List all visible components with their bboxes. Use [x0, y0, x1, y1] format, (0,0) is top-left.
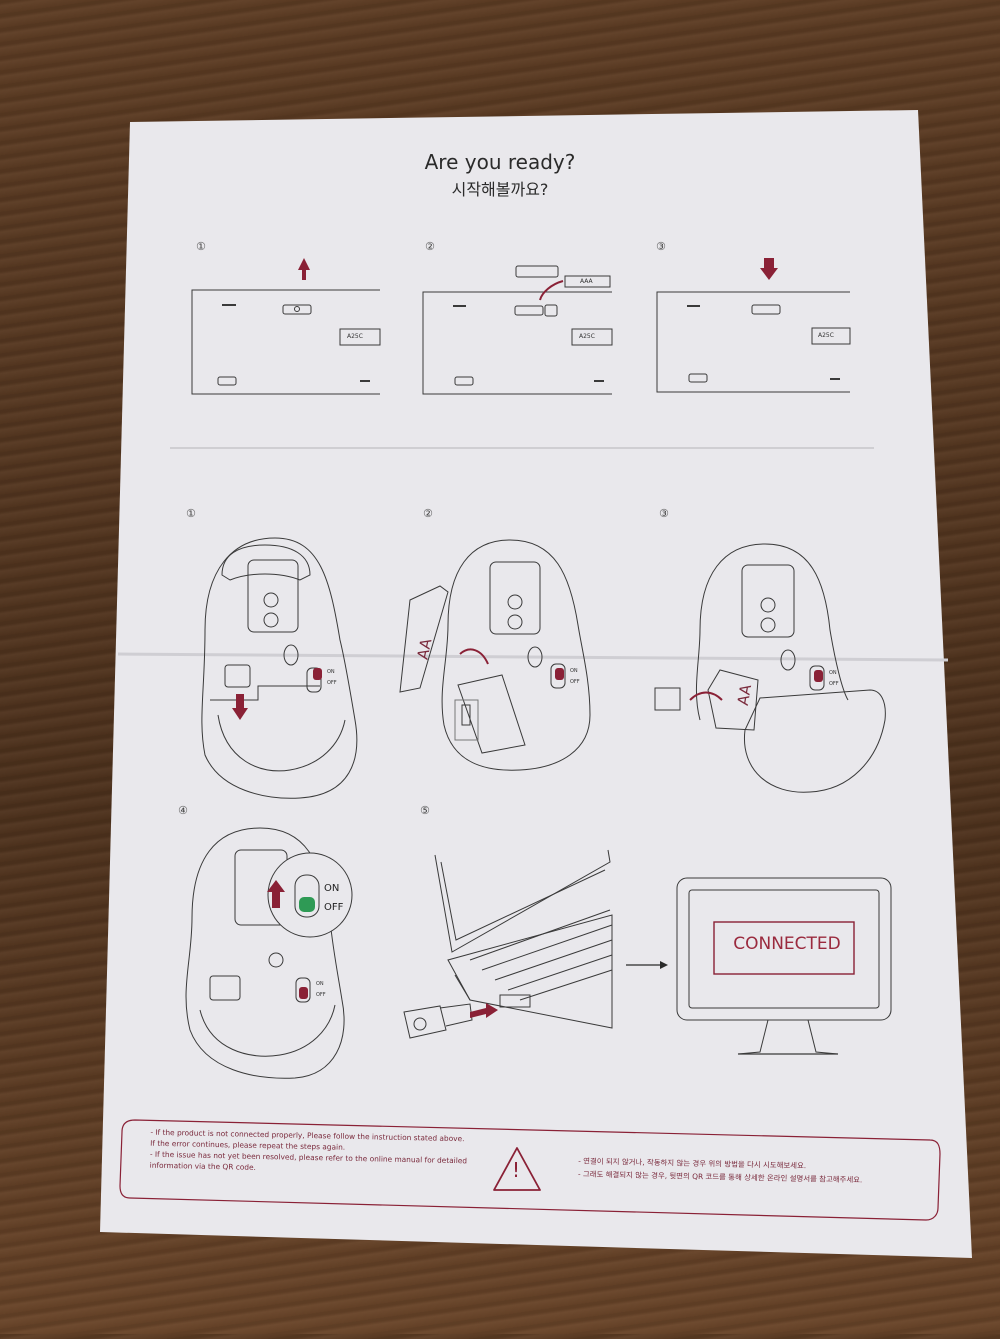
keyboard-step-3-label: ③ [656, 240, 666, 253]
arrow-up-icon [267, 880, 285, 908]
notice-frame [119, 1119, 941, 1221]
model-label: A25C [818, 332, 834, 339]
mouse-illustration-3 [654, 543, 886, 793]
arrow-down-icon [232, 694, 248, 720]
switch-indicator [299, 987, 308, 999]
keyboard-illustration-3 [656, 291, 851, 393]
switch-on-label: ON [316, 981, 324, 987]
switch-off-label: OFF [570, 679, 580, 685]
switch-on-label: ON [327, 669, 335, 675]
model-label: A25C [347, 333, 363, 340]
paper [100, 110, 972, 1258]
monitor-illustration [676, 877, 892, 1055]
arrow-down-icon [760, 258, 778, 280]
page-subtitle: 시작해볼까요? [451, 180, 549, 199]
mouse-step-2-label: ② [423, 507, 433, 520]
connected-box [713, 921, 855, 975]
arrow-right-icon [626, 961, 668, 969]
page-title: Are you ready? [424, 150, 576, 174]
connected-status: CONNECTED [733, 934, 841, 954]
switch-indicator [814, 670, 823, 682]
switch-indicator [313, 668, 322, 680]
keyboard-illustration-2 [422, 265, 613, 395]
mouse-illustration-1 [201, 537, 358, 799]
warning-icon [493, 1147, 541, 1191]
curved-arrow-icon [539, 280, 564, 301]
mouse-step-5-label: ⑤ [420, 804, 430, 817]
switch-on-indicator [299, 897, 315, 912]
arrow-up-icon [298, 258, 310, 280]
mouse-step-3-label: ③ [659, 507, 669, 520]
curved-arrow-icon [689, 691, 723, 701]
switch-off-label: OFF [316, 992, 326, 998]
mouse-illustration-2 [399, 539, 591, 771]
mouse-illustration-4 [185, 827, 353, 1079]
fold-line [117, 652, 949, 662]
switch-off-label: OFF [327, 680, 337, 686]
switch-on-label: ON [570, 668, 578, 674]
arrow-right-icon [470, 1003, 498, 1018]
laptop-illustration [403, 849, 613, 1039]
warning-symbol: ! [512, 1158, 521, 1182]
switch-indicator [555, 668, 564, 680]
keyboard-illustration-1 [191, 289, 381, 395]
curved-arrows [459, 280, 723, 701]
mouse-step-4-label: ④ [178, 804, 188, 817]
curved-arrow-icon [459, 648, 489, 665]
switch-on-label: ON [324, 883, 340, 894]
switch-off-label: OFF [829, 681, 839, 687]
battery-label-aa: AA [733, 683, 756, 707]
battery-label-aaa: AAA [580, 278, 593, 285]
accent-arrows [232, 258, 778, 1018]
notice-english: - If the product is not connected proper… [150, 1127, 471, 1178]
switch-off-label: OFF [324, 902, 344, 913]
mouse-step-1-label: ① [186, 507, 196, 520]
keyboard-step-2-label: ② [425, 240, 435, 253]
model-label: A25C [579, 333, 595, 340]
keyboard-step-1-label: ① [196, 240, 206, 253]
switch-on-label: ON [829, 670, 837, 676]
